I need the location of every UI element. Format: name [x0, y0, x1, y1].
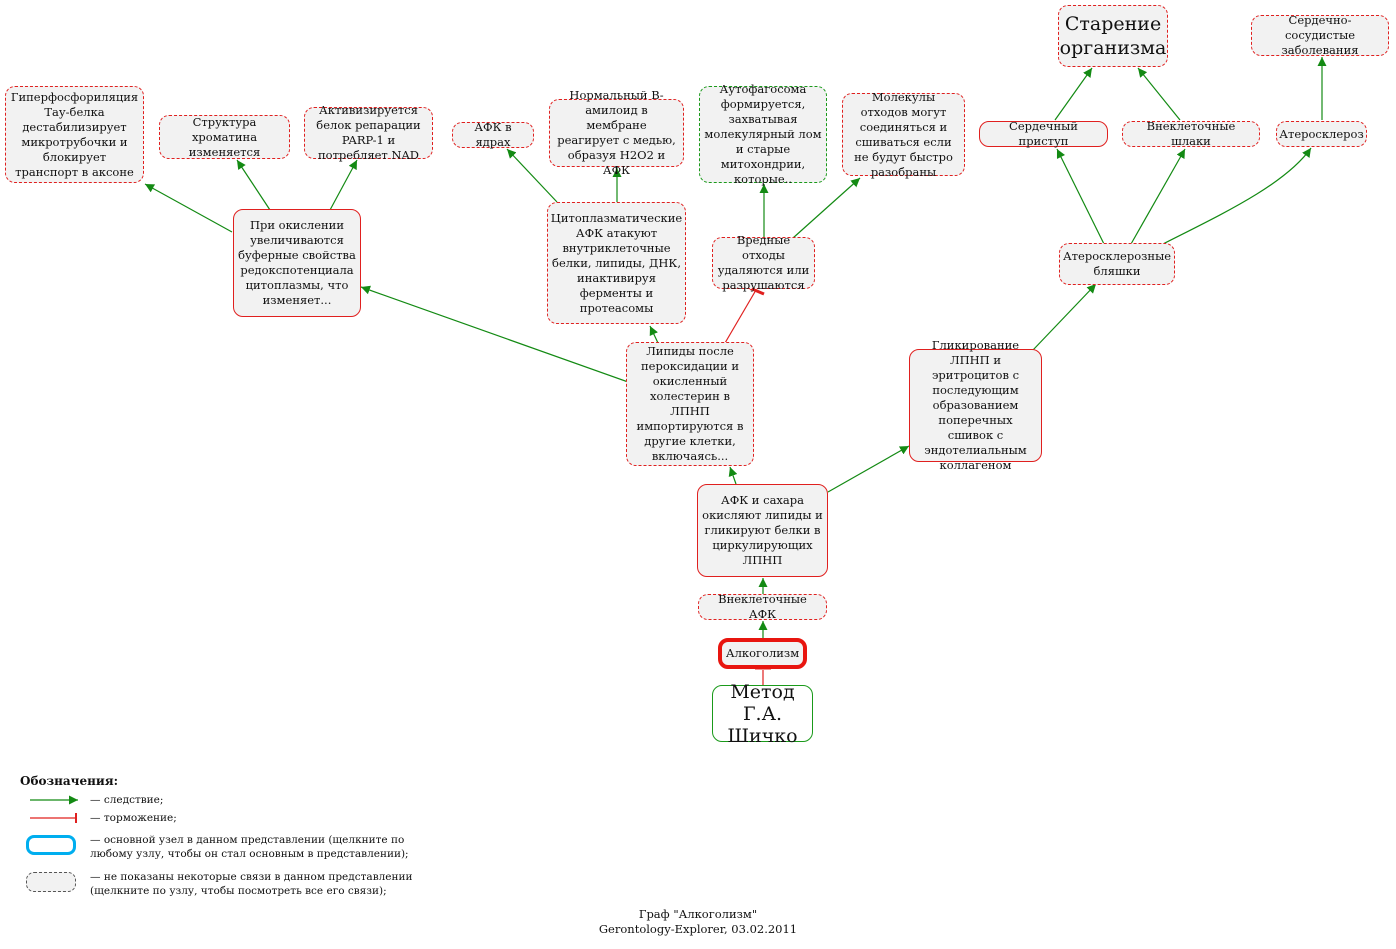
edge-lipids-inhibit-waste — [724, 289, 757, 344]
legend-hidden-links-swatch — [26, 872, 76, 892]
legend-hidden-links-label: — не показаны некоторые связи в данном п… — [90, 871, 413, 897]
edge-afksugar-glyc — [827, 445, 910, 493]
node-extracellular-afk[interactable]: Внеклеточные АФК — [698, 592, 827, 621]
edge-plaques-heart — [1056, 148, 1105, 245]
node-parp[interactable]: Активизируется белок репарации PARP-1 и … — [304, 103, 433, 162]
edge-redox-chromatin — [236, 159, 271, 211]
edge-heart-aging — [1054, 67, 1093, 121]
legend-main-node-swatch — [26, 835, 76, 855]
node-afk-nuclei[interactable]: АФК в ядрах — [452, 120, 534, 149]
legend-inhibition-label: — торможение; — [90, 812, 177, 824]
node-atherosclerosis[interactable]: Атеросклероз — [1276, 121, 1367, 147]
edge-waste-molecules — [792, 177, 861, 239]
edge-cyto-afknuclei — [506, 148, 558, 203]
node-cyto-afk[interactable]: Цитоплазматические АФК атакуют внутрикле… — [547, 202, 686, 324]
node-chromatin[interactable]: Структура хроматина изменяется — [159, 115, 290, 159]
edge-redox-hyperphos — [144, 183, 233, 233]
node-extracellular-waste[interactable]: Внеклеточные шлаки — [1122, 119, 1260, 148]
node-afk-sugar[interactable]: АФК и сахара окисляют липиды и гликируют… — [697, 484, 828, 577]
node-harmful-waste[interactable]: Вредные отходы удаляются или разрушаются — [712, 233, 815, 292]
node-plaques[interactable]: Атеросклерозные бляшки — [1059, 243, 1175, 285]
edge-glyc-plaques — [1032, 283, 1097, 351]
node-autophagosome[interactable]: Аутофагосома формируется, захватывая мол… — [699, 82, 827, 186]
node-amyloid[interactable]: Нормальный В-амилоид в мембране реагируе… — [549, 88, 684, 177]
legend-main-node-label: — основной узел в данном представлении (… — [90, 834, 409, 860]
node-cardiovascular[interactable]: Сердечно-сосудистые заболевания — [1251, 13, 1389, 57]
legend-title: Обозначения: — [20, 774, 119, 788]
edge-lipids-cyto — [649, 325, 659, 344]
edge-plaques-athero — [1162, 147, 1312, 245]
node-glycation[interactable]: Гликирование ЛПНП и эритроцитов с послед… — [909, 338, 1042, 472]
node-waste-molecules[interactable]: Молекулы отходов могут соединяться и сши… — [842, 90, 965, 179]
footer-source: Gerontology-Explorer, 03.02.2011 — [598, 922, 798, 936]
edge-plaques-waste — [1130, 148, 1186, 245]
edge-waste-aging — [1137, 67, 1181, 121]
legend-consequence-label: — следствие; — [90, 794, 164, 806]
edge-lipids-redox — [360, 285, 629, 383]
node-shichko-method[interactable]: Метод Г.А. Шичко — [712, 681, 813, 747]
edge-redox-parp — [329, 159, 358, 211]
node-hyperphosphorylation[interactable]: Гиперфосфориляция Тау-белка дестабилизир… — [5, 86, 144, 183]
node-alcoholism[interactable]: Алкоголизм — [718, 638, 807, 669]
node-redox[interactable]: При окислении увеличиваются буферные сво… — [233, 209, 361, 317]
node-heart-attack[interactable]: Сердечный приступ — [979, 119, 1108, 148]
edge-lipids-inhibit-waste-bar — [749, 286, 765, 296]
edge-afksugar-lipids — [728, 466, 738, 485]
node-lipids[interactable]: Липиды после пероксидации и окисленный х… — [626, 342, 754, 466]
footer-graph-title: Граф "Алкоголизм" — [638, 907, 758, 921]
node-aging[interactable]: Старение организма — [1058, 5, 1168, 67]
